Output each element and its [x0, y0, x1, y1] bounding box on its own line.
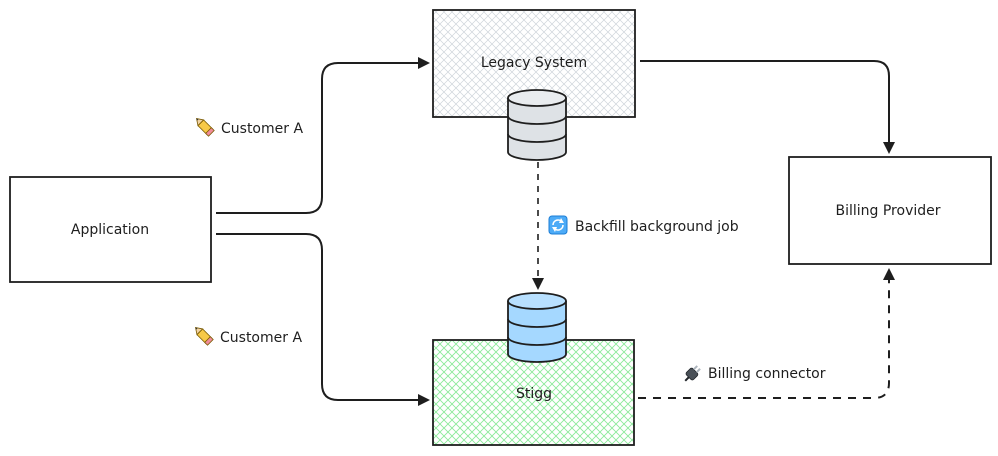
edge-label-app-to-legacy-text: Customer A	[221, 121, 303, 137]
legacy-database-icon	[507, 89, 567, 161]
node-application[interactable]: Application	[9, 176, 212, 283]
edge-app-to-stigg	[216, 233, 430, 406]
edge-label-app-to-stigg-text: Customer A	[220, 330, 302, 346]
pencil-icon	[195, 327, 214, 346]
node-billing-provider-label: Billing Provider	[835, 203, 940, 219]
plug-icon	[684, 365, 701, 382]
edge-label-connector: Billing connector	[684, 365, 826, 382]
edge-label-backfill-text: Backfill background job	[575, 219, 739, 235]
edge-billing-connector	[638, 268, 895, 399]
node-billing-provider[interactable]: Billing Provider	[788, 156, 992, 265]
node-stigg-label: Stigg	[516, 386, 552, 402]
edge-legacy-to-billing	[640, 60, 895, 154]
edge-label-app-to-legacy: Customer A	[196, 118, 303, 137]
refresh-icon	[548, 215, 568, 235]
edge-app-to-legacy	[216, 57, 430, 214]
edge-label-app-to-stigg: Customer A	[195, 327, 302, 346]
edge-label-backfill: Backfill background job	[548, 215, 739, 235]
node-application-label: Application	[71, 222, 149, 238]
pencil-icon	[196, 118, 215, 137]
stigg-database-icon	[507, 292, 567, 363]
edge-label-connector-text: Billing connector	[708, 366, 826, 382]
node-legacy-system-label: Legacy System	[481, 55, 587, 71]
